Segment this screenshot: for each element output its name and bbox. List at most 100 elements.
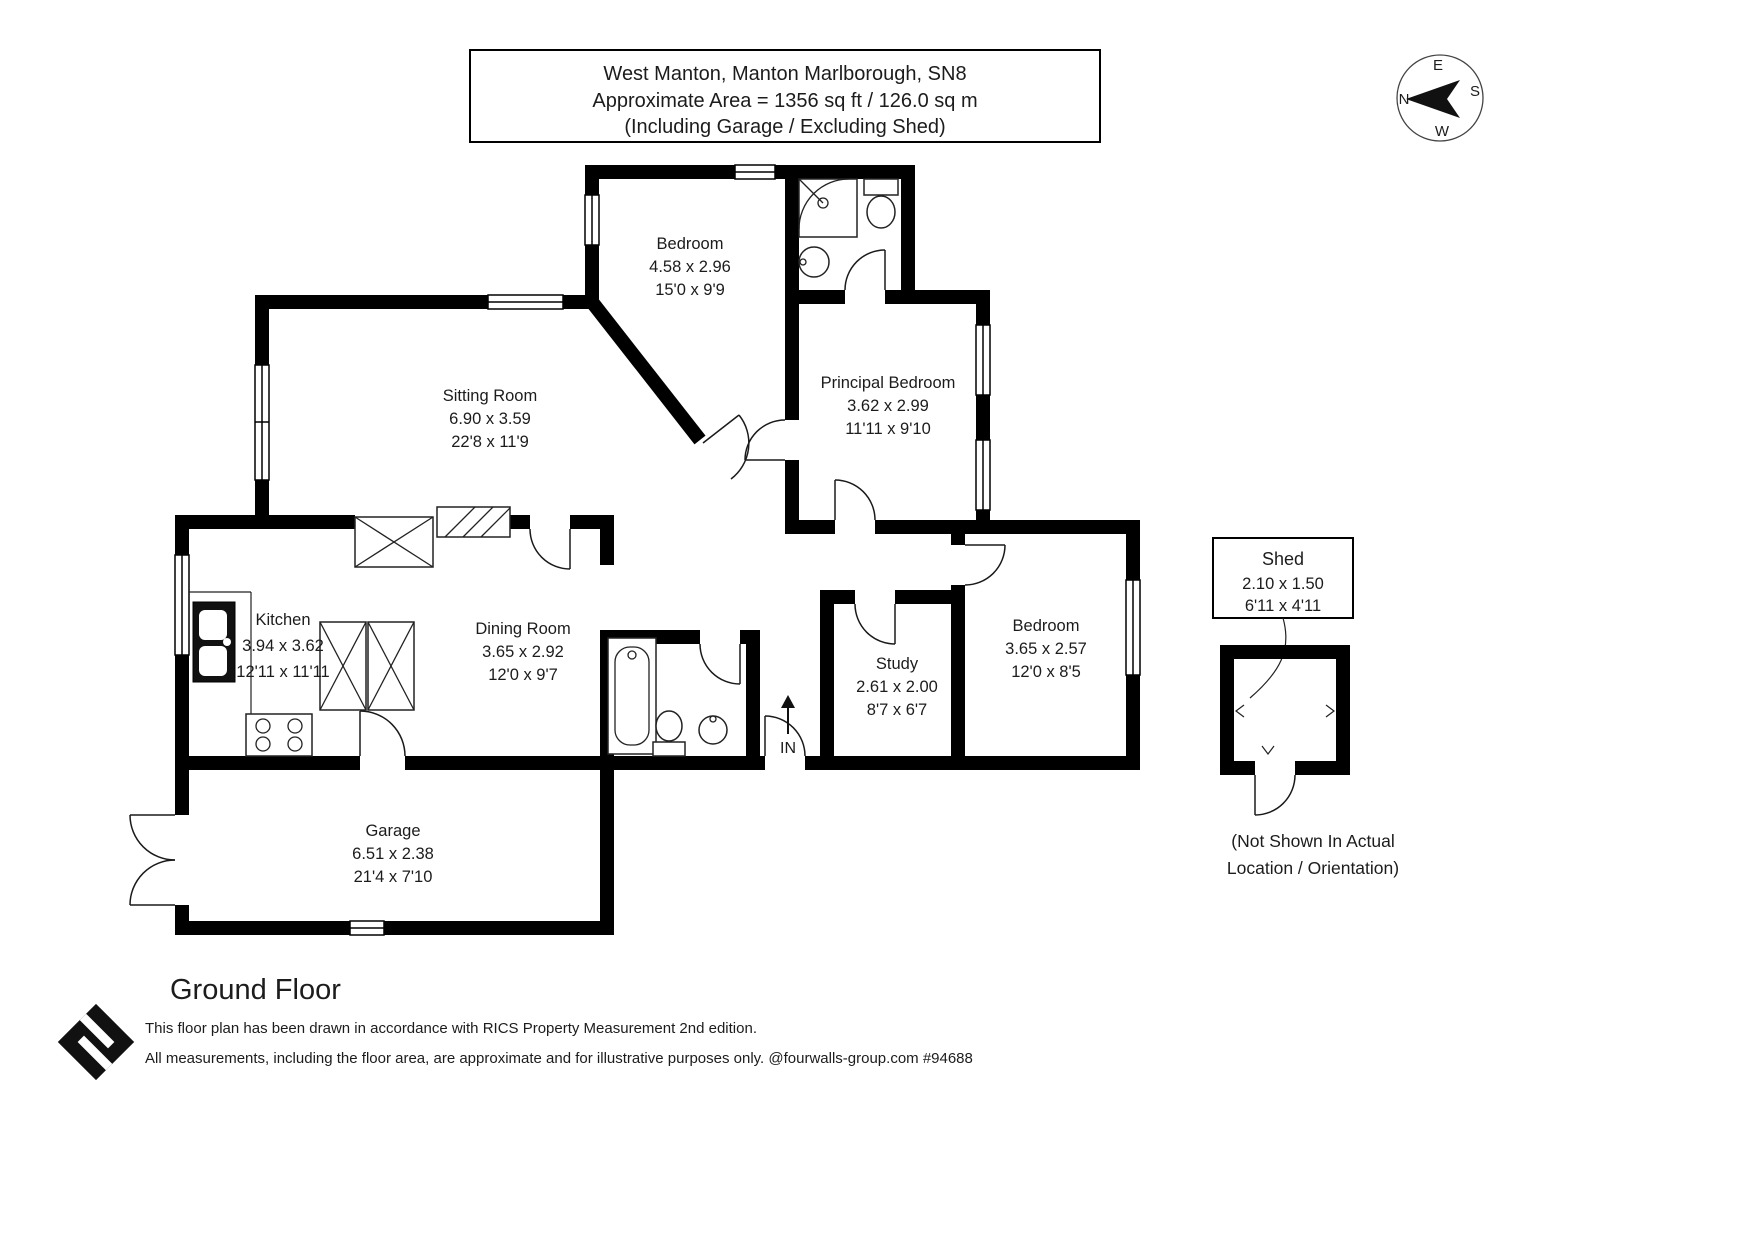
- garage-door: [129, 814, 176, 861]
- door: [699, 643, 741, 685]
- room-label-dining-room: Dining Room 3.65 x 2.92 12'0 x 9'7: [475, 620, 570, 684]
- wall: [785, 165, 799, 290]
- wall: [600, 756, 614, 935]
- sink-icon: [698, 715, 728, 745]
- room-name: Garage: [365, 822, 420, 840]
- window: [349, 920, 385, 936]
- door: [359, 710, 406, 757]
- wall: [820, 590, 834, 770]
- wall: [405, 756, 614, 770]
- wall: [255, 295, 488, 309]
- room-imperial: 8'7 x 6'7: [867, 701, 927, 719]
- room-metric: 6.51 x 2.38: [352, 845, 434, 863]
- room-label-study: Study 2.61 x 2.00 8'7 x 6'7: [856, 655, 938, 719]
- diagonal-wall: [586, 297, 706, 445]
- shed-metric: 2.10 x 1.50: [1242, 575, 1324, 593]
- room-imperial: 21'4 x 7'10: [354, 868, 433, 886]
- title-box: West Manton, Manton Marlborough, SN8 App…: [469, 49, 1101, 143]
- wall: [785, 460, 799, 534]
- room-metric: 2.61 x 2.00: [856, 678, 938, 696]
- wall: [785, 520, 835, 534]
- compass-circle: [1396, 54, 1484, 142]
- wall: [1295, 761, 1350, 775]
- window: [174, 554, 190, 656]
- room-label-kitchen: Kitchen 3.94 x 3.62 12'11 x 11'11: [236, 611, 329, 681]
- door: [844, 249, 886, 291]
- kitchen-unit-icon: [367, 621, 415, 711]
- wall: [175, 515, 355, 529]
- front-door: [764, 715, 806, 757]
- footer-line-2: All measurements, including the floor ar…: [145, 1050, 973, 1067]
- doors: [129, 249, 1006, 906]
- room-metric: 3.65 x 2.57: [1005, 640, 1087, 658]
- wall: [820, 756, 1140, 770]
- kitchen-unit-icon: [354, 516, 434, 568]
- shed-note-1: (Not Shown In Actual: [1231, 831, 1394, 851]
- wall: [785, 304, 799, 420]
- room-metric: 3.62 x 2.99: [847, 397, 929, 415]
- room-imperial: 12'0 x 9'7: [488, 666, 558, 684]
- window: [487, 294, 564, 310]
- wall: [1220, 645, 1350, 659]
- entrance-marker: IN: [780, 695, 796, 757]
- wall: [1126, 675, 1140, 770]
- kitchen-counter: [189, 591, 252, 714]
- wall: [1220, 761, 1255, 775]
- footer-line-1: This floor plan has been drawn in accord…: [145, 1020, 757, 1037]
- sink-icon: [798, 246, 830, 278]
- title-line-3: (Including Garage / Excluding Shed): [624, 116, 945, 138]
- room-metric: 6.90 x 3.59: [449, 410, 531, 428]
- compass-n: N: [1399, 91, 1410, 108]
- wall: [951, 534, 965, 545]
- wall: [175, 921, 350, 935]
- wall: [901, 165, 915, 304]
- compass-w: W: [1435, 123, 1450, 140]
- title-line-2: Approximate Area = 1356 sq ft / 126.0 sq…: [592, 90, 977, 112]
- wall: [775, 165, 915, 179]
- wall: [255, 295, 269, 365]
- wall: [1220, 645, 1234, 775]
- shed: Shed 2.10 x 1.50 6'11 x 4'11 (Not Shown …: [1212, 537, 1399, 878]
- wall: [600, 756, 765, 770]
- room-imperial: 12'0 x 8'5: [1011, 663, 1081, 681]
- stove-icon: [245, 713, 313, 757]
- wall: [976, 395, 990, 440]
- shed-leader-line: [1249, 617, 1287, 699]
- bath-icon: [607, 637, 657, 755]
- shower-icon: [798, 178, 858, 238]
- wall: [895, 590, 965, 604]
- wall: [805, 756, 820, 770]
- toilet-icon: [652, 710, 686, 757]
- room-metric: 3.65 x 2.92: [482, 643, 564, 661]
- shed-door: [1254, 774, 1296, 816]
- room-labels: Bedroom 4.58 x 2.96 15'0 x 9'9 Sitting R…: [236, 235, 1087, 886]
- shed-note-2: Location / Orientation): [1227, 858, 1399, 878]
- window: [254, 364, 270, 481]
- garage-door: [129, 859, 176, 906]
- wall: [885, 290, 990, 304]
- room-name: Principal Bedroom: [821, 374, 956, 392]
- window: [975, 324, 991, 396]
- window: [584, 194, 600, 246]
- door: [834, 479, 876, 521]
- shed-dimension-ticks: [1235, 704, 1335, 755]
- wall: [1336, 645, 1350, 775]
- room-label-bedroom-top: Bedroom 4.58 x 2.96 15'0 x 9'9: [649, 235, 731, 299]
- room-name: Kitchen: [255, 611, 310, 629]
- wall: [600, 515, 614, 565]
- window: [734, 164, 776, 180]
- room-name: Bedroom: [1013, 617, 1080, 635]
- door: [964, 544, 1006, 586]
- fixtures: [189, 178, 899, 757]
- wall: [951, 585, 965, 770]
- title-line-1: West Manton, Manton Marlborough, SN8: [603, 63, 966, 85]
- room-imperial: 11'11 x 9'10: [845, 420, 931, 438]
- compass-e: E: [1433, 57, 1443, 74]
- wall: [1126, 534, 1140, 580]
- room-metric: 4.58 x 2.96: [649, 258, 731, 276]
- window: [1125, 579, 1141, 676]
- room-metric: 3.94 x 3.62: [242, 637, 324, 655]
- toilet-icon: [863, 178, 899, 229]
- room-imperial: 12'11 x 11'11: [236, 663, 329, 681]
